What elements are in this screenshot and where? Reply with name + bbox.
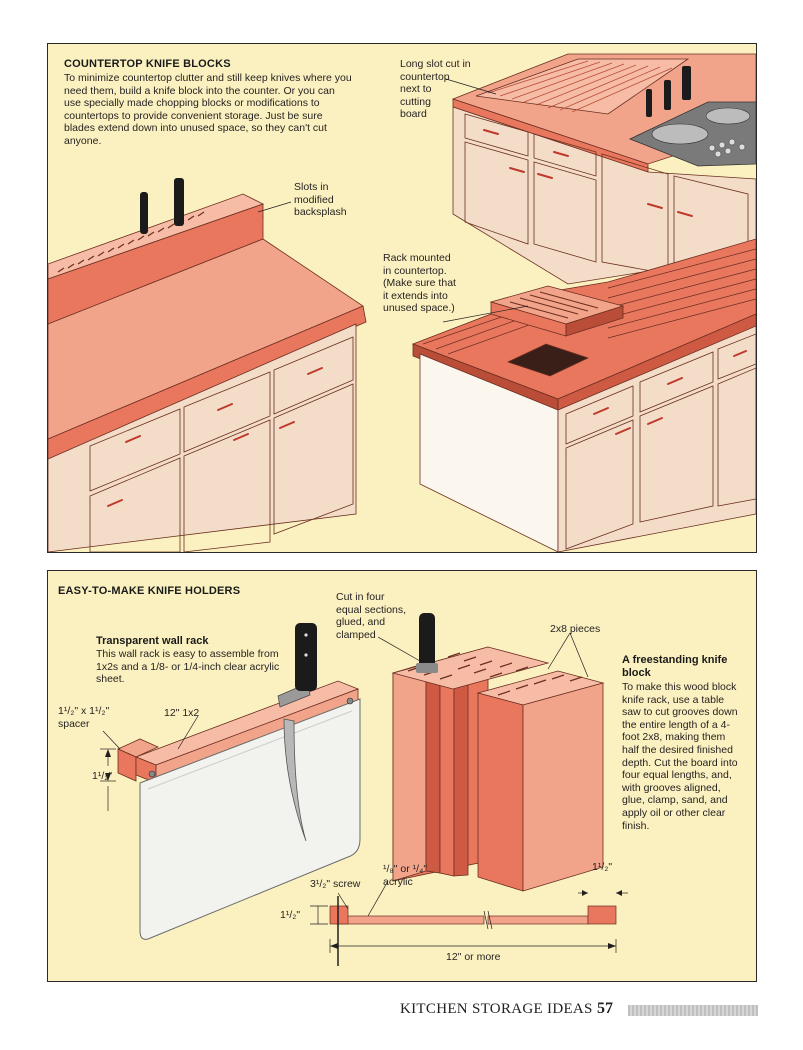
knife-block-illustration <box>377 613 605 892</box>
callout-2x8-pieces: 2x8 pieces <box>550 623 601 635</box>
freestanding-title: A freestanding knife block <box>622 654 728 679</box>
left-counter-illustration <box>48 178 367 552</box>
right-counter-illustration <box>451 53 756 285</box>
wall-rack-body: This wall rack is easy to assemble from … <box>96 648 280 686</box>
knife-holders-illustration <box>100 613 628 966</box>
callout-screw: 3¹/₂" screw <box>310 878 361 890</box>
wall-rack-title: Transparent wall rack <box>96 635 209 647</box>
dim-spacer-height: 1¹/₂" <box>92 770 113 782</box>
callout-cut-four: Cut in four equal sections, glued, and c… <box>336 591 407 641</box>
footer-decorative-bar <box>628 1005 758 1016</box>
freestanding-body: To make this wood block knife rack, use … <box>622 681 738 832</box>
dim-right: 1¹/₂" <box>592 861 613 873</box>
section-heading-countertop: COUNTERTOP KNIFE BLOCKS <box>64 58 231 70</box>
dim-length: 12" or more <box>446 951 501 963</box>
countertop-knife-blocks-panel: COUNTERTOP KNIFE BLOCKS To minimize coun… <box>47 43 757 553</box>
callout-1x2: 12" 1x2 <box>164 707 200 719</box>
callout-rack-mounted: Rack mounted in countertop. (Make sure t… <box>383 252 456 315</box>
page-number: 57 <box>597 1000 613 1017</box>
wall-rack-illustration <box>100 623 361 940</box>
dim-bottom-left: 1¹/₂" <box>280 909 301 921</box>
knife-holders-panel: EASY-TO-MAKE KNIFE HOLDERS Transparent w… <box>47 570 757 982</box>
callout-acrylic: ¹/₈" or ¹/₄" acrylic <box>383 863 428 888</box>
side-elevation-illustration <box>310 880 628 966</box>
footer-title: KITCHEN STORAGE IDEAS <box>400 1001 593 1017</box>
section-body-countertop: To minimize countertop clutter and still… <box>64 72 352 147</box>
callout-slots-backsplash: Slots in modified backsplash <box>294 181 347 219</box>
callout-spacer: 1¹/₂" x 1¹/₂" spacer <box>58 705 110 730</box>
section-heading-holders: EASY-TO-MAKE KNIFE HOLDERS <box>58 585 241 597</box>
countertop-illustration <box>48 53 756 552</box>
callout-long-slot: Long slot cut in countertop next to cutt… <box>400 58 471 121</box>
island-illustration <box>411 238 756 552</box>
